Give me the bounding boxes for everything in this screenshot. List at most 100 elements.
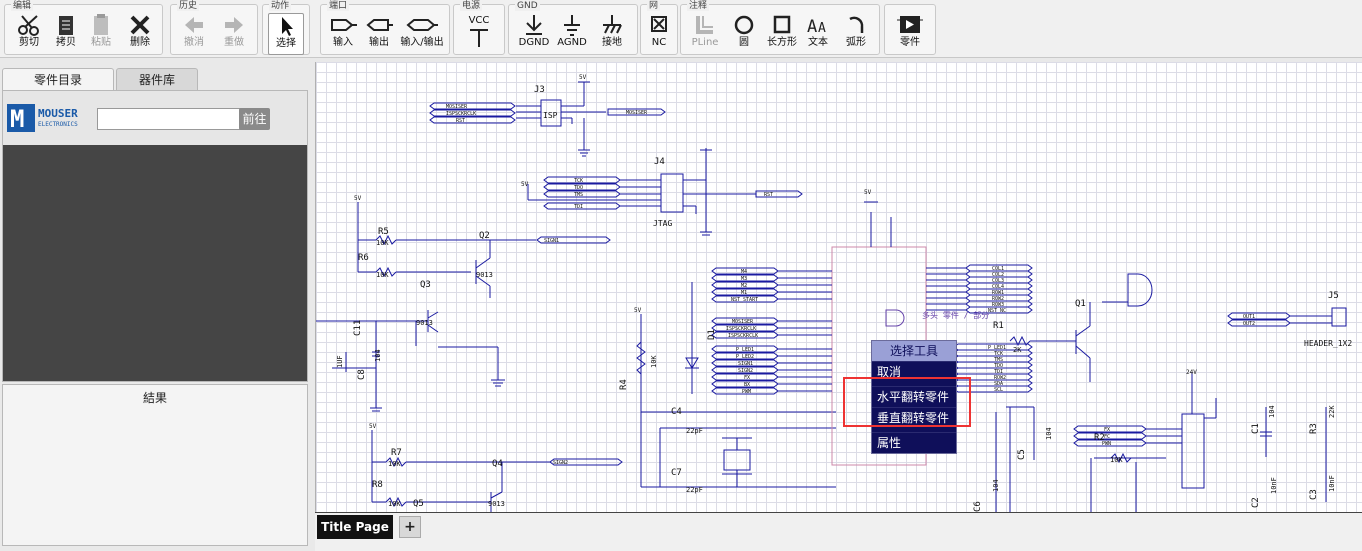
r7-value: 10K [388,460,401,468]
group-history: 历史 撤消 重做 [170,1,258,55]
net-label-mosiser-right: MOSISER [626,110,648,116]
catalog-list[interactable] [3,145,307,381]
group-label-port: 端口 [327,1,350,11]
q2-value: 9013 [416,319,433,327]
polyline-icon [696,16,713,34]
schematic-drawing: J3 ISP J4 JTAG 5V 5V 5V 5V 5V 5V 24V R5 … [316,74,1352,512]
input-port-label: 输入 [333,37,353,48]
part-button[interactable]: 零件 [891,13,929,53]
net-label-pwm: PWM [742,389,751,395]
input-port-icon [331,19,357,31]
menu-item-flip-horizontal[interactable]: 水平翻转零件 [872,386,956,407]
net-label-tdo-r: TDO [994,363,1003,369]
vcc-button[interactable]: VCC [460,15,498,55]
net-label-mosiser-mcu: MOSISER [732,319,754,325]
ref-q1: Q1 [1075,299,1086,309]
delete-button[interactable]: 删除 [121,13,159,53]
ref-r4: R4 [619,379,629,390]
menu-item-cancel[interactable]: 取消 [872,361,956,382]
arc-button[interactable]: 弧形 [837,13,875,53]
dgnd-button[interactable]: DGND [515,13,553,53]
tab-device-library[interactable]: 器件库 [116,68,198,91]
inout-port-button[interactable]: 输入/输出 [397,13,447,53]
pline-button[interactable]: PLine [685,13,725,53]
ref-r1: R1 [993,321,1004,331]
ref-c7: C7 [671,468,682,478]
ref-q2: Q2 [479,231,490,241]
net-label-nst-start: NST_START [731,297,758,303]
c8-value: 104 [374,349,382,362]
ref-c8: C8 [357,369,367,380]
earth-button[interactable]: 接地 [593,13,631,53]
label-isp: ISP [543,111,558,120]
ref-c5: C5 [1017,449,1027,460]
net-label-rst: RST [456,118,465,124]
net-sign1: SIGN1 [544,238,559,244]
output-port-button[interactable]: 输出 [361,13,397,53]
arc-label: 弧形 [846,37,866,48]
cut-button[interactable]: 剪切 [9,13,49,53]
text-label: 文本 [808,37,828,48]
ref-j4: J4 [654,157,665,167]
ref-d1: D1 [707,329,717,340]
part-label: 零件 [900,37,920,48]
net-isprclk [429,109,516,117]
net-label-tck-r: TCK [994,351,1003,357]
c6-value: 104 [992,479,1000,492]
rect-button[interactable]: 长方形 [763,13,801,53]
part-chip-icon [897,16,923,33]
r1-value: 2K [1013,346,1022,354]
menu-item-properties[interactable]: 属性 [872,432,956,453]
schematic-canvas[interactable]: J3 ISP J4 JTAG 5V 5V 5V 5V 5V 5V 24V R5 … [315,62,1362,512]
agnd-button[interactable]: AGND [553,13,591,53]
svg-text:A: A [807,17,817,37]
c3-value: 10nF [1328,475,1336,492]
net-label-m2: M2 [741,283,747,289]
net-label-bx: BX [744,382,750,388]
net-mosiser-right [607,108,666,116]
label-24v: 24V [1186,369,1197,376]
logo-text: MOUSER [38,107,78,120]
nc-button[interactable]: NC [643,13,675,53]
pline-label: PLine [691,37,719,48]
q3-value: 9013 [476,271,493,279]
input-port-button[interactable]: 输入 [325,13,361,53]
net-label-scl: SCL [994,387,1003,393]
c7-value: 22pF [686,486,703,494]
context-menu: 选择工具 取消 水平翻转零件 垂直翻转零件 属性 [871,340,957,454]
ref-q5: Q5 [413,499,424,509]
net-label-sign2-mcu: SIGN2 [738,368,753,374]
group-label-net: 网 [647,1,661,11]
net-sign2: SIGN2 [553,460,568,466]
r6-value: 10K [376,271,389,279]
circle-icon [734,15,754,35]
menu-item-flip-vertical[interactable]: 垂直翻转零件 [872,407,956,428]
left-panel: 零件目录 器件库 M MOUSER ELECTRONICS 前往 結果 [0,62,313,550]
ref-r5: R5 [378,227,389,237]
agnd-label: AGND [557,37,587,48]
go-button[interactable]: 前往 [239,108,270,130]
label-5v-bottom: 5V [369,423,377,430]
net-label-m1: M1 [741,290,747,296]
tab-parts-catalog[interactable]: 零件目录 [2,68,114,91]
tab-title-page[interactable]: Title Page [317,515,393,539]
net-label-row1: ROW1 [992,290,1004,296]
net-label-row3: ROW3 [992,302,1004,308]
svg-text:A: A [818,21,826,36]
undo-button[interactable]: 撤消 [175,13,213,53]
select-button[interactable]: 选择 [268,13,304,55]
ref-c4: C4 [671,407,682,417]
add-page-button[interactable]: + [399,516,421,538]
part-search-input[interactable] [97,108,241,130]
label-5v-r4: 5V [634,307,642,314]
copy-button[interactable]: 拷贝 [49,13,83,53]
circle-label: 圆 [739,37,749,48]
group-port: 端口 输入 输出 输入/输出 [320,1,450,55]
redo-button[interactable]: 重做 [215,13,253,53]
toolbar: 编辑 剪切 拷贝 粘贴 删除 历史 撤消 重做 动作 [0,0,1362,58]
net-label-out1: OUT1 [1243,314,1255,320]
paste-button[interactable]: 粘贴 [83,13,119,53]
circle-button[interactable]: 圆 [727,13,761,53]
c2-value: 10nF [1270,477,1278,494]
